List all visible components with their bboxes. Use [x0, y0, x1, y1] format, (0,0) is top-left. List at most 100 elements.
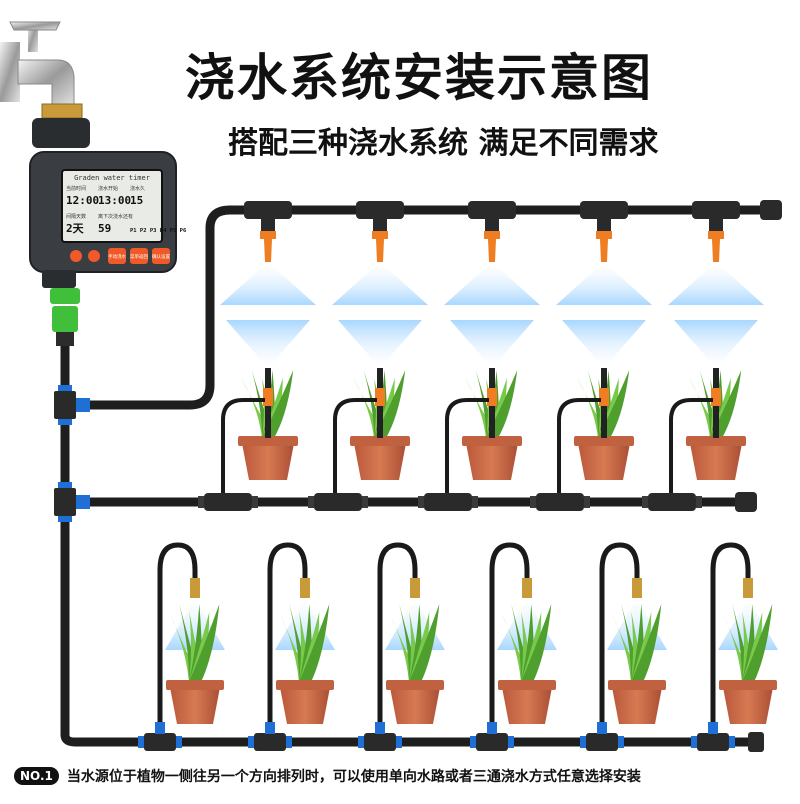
pot-rim	[686, 436, 746, 446]
blue-collar	[286, 736, 292, 748]
plant-leaf	[399, 604, 421, 682]
row1-tee	[580, 201, 628, 219]
plant-leaf	[374, 370, 406, 438]
plant-leaf	[732, 604, 754, 682]
blue-collar	[76, 495, 90, 509]
pot-rim	[276, 680, 334, 690]
plant-leaf	[511, 604, 533, 682]
brass-nozzle	[743, 578, 753, 598]
feed-hose	[669, 398, 713, 495]
end-cap	[760, 200, 782, 220]
mist-spray-up	[674, 320, 758, 368]
lcd-cell-label: 浇水久	[130, 185, 145, 192]
gooseneck-hose	[489, 542, 530, 735]
pot-rim	[350, 436, 410, 446]
mist-spray-up	[226, 320, 310, 368]
page-title: 浇水系统安装示意图	[185, 49, 653, 107]
flower-pot	[389, 682, 441, 724]
timer-top-cap	[32, 118, 90, 148]
green-hose-adapter	[52, 306, 78, 332]
connector-ring	[584, 496, 590, 508]
nozzle-body	[488, 239, 496, 262]
mist-nozzle	[708, 231, 724, 239]
timer-buttons: 手动浇水菜单返回确认设置	[70, 248, 170, 264]
timer-button-label: 手动浇水	[108, 253, 126, 260]
plant-leaf	[179, 604, 201, 682]
nozzle-body	[264, 239, 272, 262]
plant-leaf	[189, 604, 220, 682]
end-cap	[735, 492, 757, 512]
stake-nozzle	[263, 388, 273, 406]
feed-hose	[445, 398, 489, 495]
flower-pot	[169, 682, 221, 724]
plant-leaf	[742, 604, 773, 682]
connector-ring	[252, 496, 258, 508]
row1-pipe	[65, 205, 770, 410]
connector-ring	[308, 496, 314, 508]
power-button	[70, 250, 82, 262]
mist-spray-up	[450, 320, 534, 368]
mist-spray-down	[220, 262, 316, 305]
mist-nozzle	[596, 231, 612, 239]
tee-stem	[709, 219, 723, 231]
pot-rim	[498, 680, 556, 690]
flower-pot	[689, 438, 743, 480]
row2-connector	[314, 493, 362, 511]
gooseneck-hose	[267, 542, 308, 735]
blue-collar	[470, 736, 476, 748]
faucet-wall-mount	[0, 42, 20, 102]
brass-adapter	[41, 103, 83, 119]
row3-tee	[144, 733, 176, 751]
page-subtitle: 搭配三种浇水系统 满足不同需求	[228, 126, 659, 161]
row3-tee	[364, 733, 396, 751]
faucet-body	[17, 59, 75, 107]
gooseneck-hose	[599, 542, 640, 735]
mist-nozzle	[372, 231, 388, 239]
tee-fitting	[54, 391, 76, 419]
plant-leaf	[710, 370, 742, 438]
blue-collar	[487, 722, 497, 734]
end-cap	[748, 732, 764, 752]
row3-tee	[697, 733, 729, 751]
plant-leaf	[598, 370, 630, 438]
flower-pot	[465, 438, 519, 480]
stake-nozzle	[711, 388, 721, 406]
plant-leaf	[621, 604, 643, 682]
feed-hose	[221, 398, 265, 495]
blue-collar	[138, 736, 144, 748]
blue-collar	[396, 736, 402, 748]
flower-pot	[241, 438, 295, 480]
footer-note: NO.1 当水源位于植物一侧往另一个方向排列时，可以使用单向水路或者三通浇水方式…	[14, 765, 641, 787]
mist-spray-down	[444, 262, 540, 305]
blue-collar	[597, 722, 607, 734]
pot-rim	[608, 680, 666, 690]
blue-collar	[358, 736, 364, 748]
timer-outlet	[42, 270, 76, 288]
plant-leaf	[299, 604, 330, 682]
tee-stem	[485, 219, 499, 231]
gooseneck-hose	[710, 542, 751, 735]
hose-clamp	[56, 332, 74, 346]
flower-pot	[279, 682, 331, 724]
brass-nozzle	[190, 578, 200, 598]
pot-rim	[166, 680, 224, 690]
tee-stem	[261, 219, 275, 231]
plant-leaf	[699, 370, 722, 438]
blue-collar	[375, 722, 385, 734]
blue-collar	[58, 419, 72, 425]
lcd-cell-value: 2天	[66, 222, 85, 235]
brass-nozzle	[410, 578, 420, 598]
flower-pot	[611, 682, 663, 724]
mist-spray-up	[338, 320, 422, 368]
lcd-cell-label: 间隔天数	[66, 213, 86, 220]
faucet	[0, 21, 83, 119]
blue-collar	[708, 722, 718, 734]
timer-button	[108, 248, 126, 264]
blue-collar	[265, 722, 275, 734]
stake-nozzle	[375, 388, 385, 406]
feed-hose	[333, 398, 377, 495]
brass-nozzle	[632, 578, 642, 598]
plant-leaf	[521, 604, 552, 682]
